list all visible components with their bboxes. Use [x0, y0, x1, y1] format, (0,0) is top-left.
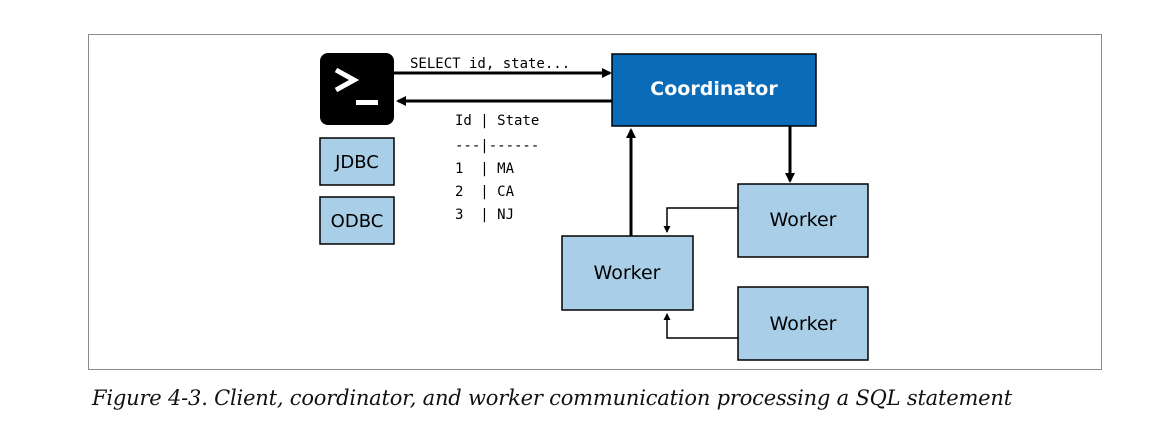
terminal-icon — [320, 53, 394, 125]
worker-box-center: Worker — [561, 235, 694, 311]
worker-exchange-arrow-top — [663, 207, 738, 233]
result-line: 3 | NJ — [455, 207, 514, 223]
result-line: ---|------ — [455, 138, 539, 154]
worker-box-bottom-right: Worker — [737, 286, 869, 361]
jdbc-label: JDBC — [334, 152, 379, 173]
worker-label: Worker — [770, 313, 837, 335]
query-text: SELECT id, state... — [410, 56, 570, 72]
jdbc-box: JDBC — [319, 137, 395, 186]
odbc-box: ODBC — [319, 196, 395, 245]
odbc-label: ODBC — [331, 211, 384, 232]
result-line: 2 | CA — [455, 184, 515, 200]
diagram-frame — [88, 34, 1102, 370]
result-line: 1 | MA — [455, 161, 515, 177]
worker-exchange-arrow-bottom — [663, 313, 738, 339]
result-table: Id | State ---|------ 1 | MA 2 | CA 3 | … — [455, 113, 539, 223]
coordinator-box: Coordinator — [611, 53, 817, 127]
worker-box-top-right: Worker — [737, 183, 869, 258]
figure-caption: Figure 4-3. Client, coordinator, and wor… — [92, 386, 1012, 410]
worker-label: Worker — [770, 209, 837, 231]
worker-label: Worker — [594, 262, 661, 284]
result-line: Id | State — [455, 113, 539, 129]
coordinator-label: Coordinator — [650, 78, 778, 100]
